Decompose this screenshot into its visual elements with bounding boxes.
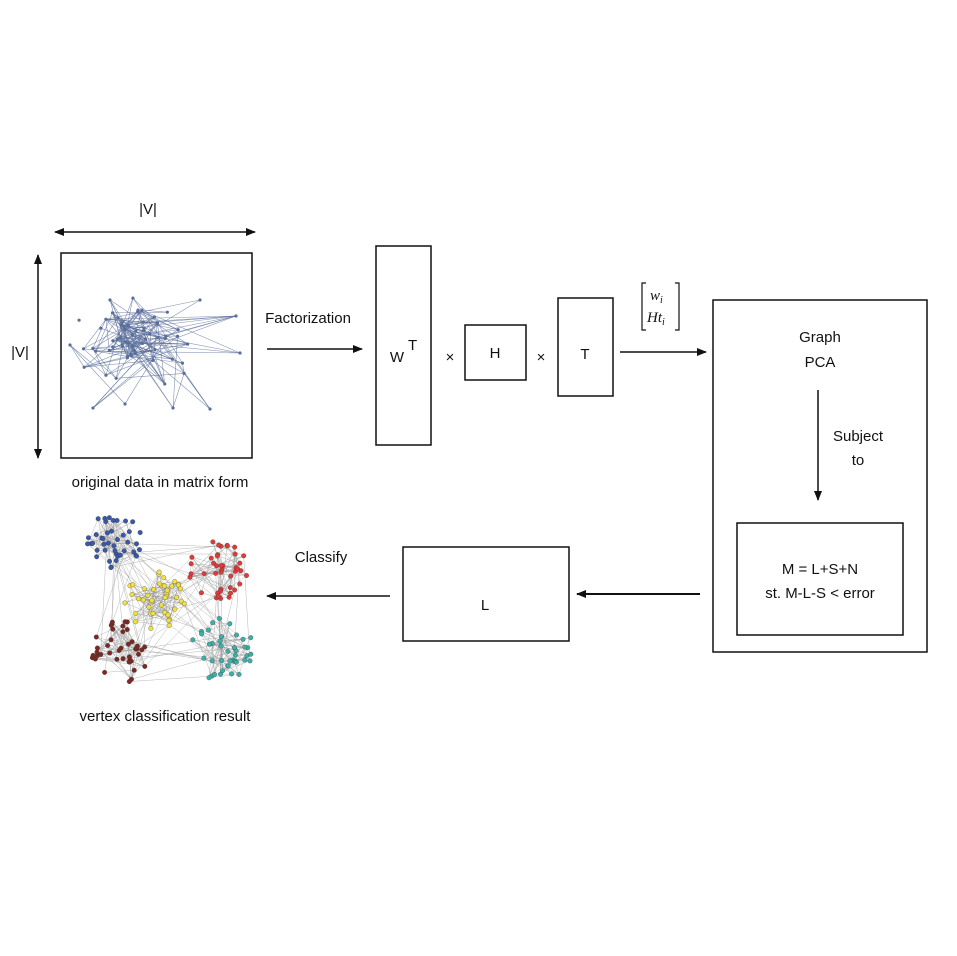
graph-pca-box: [712, 299, 928, 653]
l-matrix-box: [402, 546, 570, 642]
network-graph-image: [68, 296, 242, 411]
width-label: |V|: [139, 201, 157, 218]
vertex-classification-clusters: [85, 515, 254, 684]
equation-line-1: M = L+S+N: [782, 561, 858, 578]
subject-label: Subject: [833, 428, 884, 445]
wt-matrix-box: [375, 245, 432, 446]
t-matrix-box: [557, 297, 614, 397]
vector-bottom: Hti: [646, 310, 665, 328]
height-label: |V|: [11, 344, 29, 361]
factorization-label: Factorization: [265, 310, 351, 327]
h-matrix-box: [464, 324, 527, 381]
to-label: to: [852, 452, 865, 469]
multiply-symbol-1: ×: [446, 349, 455, 366]
original-matrix-box: [60, 252, 253, 459]
vector-top: wi: [650, 288, 663, 306]
multiply-symbol-2: ×: [537, 349, 546, 366]
wt-label: W: [390, 349, 405, 366]
equation-line-2: st. M-L-S < error: [765, 585, 875, 602]
h-label: H: [490, 345, 501, 362]
classify-label: Classify: [295, 549, 348, 566]
feature-vector: wi Hti: [641, 282, 680, 331]
graph-label: Graph: [799, 329, 841, 346]
t-label: T: [580, 346, 589, 363]
constraint-box: [736, 522, 904, 636]
original-caption: original data in matrix form: [72, 474, 249, 491]
result-caption: vertex classification result: [80, 708, 252, 725]
pca-label: PCA: [805, 354, 836, 371]
wt-superscript: T: [408, 337, 417, 354]
l-label: L: [481, 597, 489, 614]
